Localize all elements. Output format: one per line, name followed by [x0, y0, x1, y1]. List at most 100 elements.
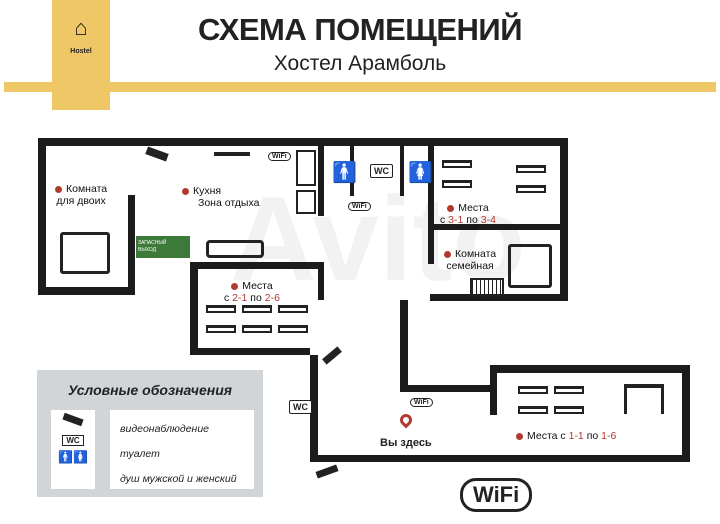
wall [190, 262, 198, 355]
wc-icon: WC [62, 435, 84, 446]
wall [38, 138, 568, 146]
family-bed-icon [508, 244, 552, 288]
wall [318, 262, 324, 300]
sofa-icon [206, 240, 264, 258]
wall [38, 287, 135, 295]
bunk-bed-icon [278, 305, 308, 313]
bunk-bed-icon [278, 325, 308, 333]
crib-icon [470, 278, 504, 296]
wall [430, 294, 568, 301]
wall [682, 365, 690, 462]
bed-from: 3-1 [448, 214, 464, 226]
location-dot-icon [516, 432, 523, 440]
cctv-camera-icon [322, 346, 342, 365]
bunk-bed-icon [516, 165, 546, 173]
room-name-2: семейная [446, 260, 494, 272]
wall [128, 195, 135, 295]
bunk-bed-icon [518, 406, 548, 414]
text: с [224, 292, 230, 304]
room-label-dorm3: Места с 3-1 по 3-4 [440, 202, 496, 226]
room-label-dorm1: Места с 1-1 по 1-6 [516, 430, 616, 442]
double-bed-icon [60, 232, 110, 274]
room-label-double: Комната для двоих [55, 183, 107, 207]
room-name: Кухня [193, 185, 222, 197]
stove-icon [296, 190, 316, 214]
cctv-camera-icon [145, 146, 169, 162]
bed-to: 1-6 [601, 430, 617, 442]
wall [490, 365, 497, 415]
ceiling-lamp-icon [214, 152, 250, 156]
cctv-camera-icon [62, 412, 84, 427]
legend-title: Условные обозначения [67, 382, 232, 398]
exit-text: ЗАПАСНЫЙ [138, 240, 167, 246]
location-dot-icon [182, 187, 189, 195]
wifi-icon: WiFi [268, 152, 291, 161]
male-shower-icon: 🚹 [332, 162, 357, 184]
bed-to: 2-6 [264, 292, 280, 304]
bunk-bed-icon [442, 160, 472, 168]
legend: Условные обозначения WC 🚹🚺 видеонаблюден… [37, 370, 263, 497]
exit-text-2: ВЫХОД [138, 247, 157, 253]
wall [400, 385, 492, 392]
room-name: Комната [455, 248, 497, 260]
you-are-here-label: Вы здесь [380, 437, 432, 449]
page-title: СХЕМА ПОМЕЩЕНИЙ [198, 12, 523, 47]
location-dot-icon [231, 282, 239, 290]
bunk-bed-icon [518, 386, 548, 394]
wall [190, 262, 320, 269]
header-stripe [4, 82, 716, 92]
room-name: Места с [527, 430, 566, 442]
page-subtitle: Хостел Арамболь [273, 52, 447, 75]
room-label-kitchen: Кухня Зона отдыха [182, 185, 259, 209]
wifi-big-icon: WiFi [460, 478, 533, 512]
wifi-icon: WiFi [410, 398, 433, 407]
wall [560, 138, 568, 300]
location-dot-icon [447, 204, 455, 212]
hostel-logo: ⌂ Hostel [58, 15, 104, 56]
room-name: Места [458, 202, 489, 214]
wall [190, 348, 310, 355]
wall [400, 146, 404, 196]
cctv-camera-icon [315, 464, 339, 479]
wall [350, 146, 354, 196]
house-bed-icon: ⌂ [74, 15, 88, 40]
bed-from: 2-1 [232, 292, 248, 304]
bunk-bed-icon [442, 180, 472, 188]
room-name-2: для двоих [56, 195, 106, 207]
wall [490, 365, 690, 373]
wall [318, 146, 324, 216]
bunk-bed-icon [206, 325, 236, 333]
bunk-bed-icon [516, 185, 546, 193]
location-dot-icon [444, 250, 451, 258]
room-name: Комната [66, 183, 108, 195]
wc-icon: WC [289, 400, 312, 414]
room-name-2: Зона отдыха [198, 197, 260, 209]
location-dot-icon [55, 185, 62, 193]
wc-icon: WC [370, 164, 393, 178]
shower-icon: 🚹🚺 [58, 450, 88, 464]
legend-labels-panel: видеонаблюдение туалет душ мужской и жен… [110, 410, 254, 489]
location-pin-icon [397, 411, 415, 429]
legend-item: душ мужской и женский [120, 473, 237, 485]
room-label-family: Комната семейная [444, 248, 496, 272]
logo-text: Hostel [70, 48, 92, 55]
fridge-icon [296, 150, 316, 186]
female-shower-icon: 🚺 [408, 162, 433, 184]
bunk-bed-icon [554, 386, 584, 394]
text: по [250, 292, 262, 304]
bunk-bed-icon [554, 406, 584, 414]
bed-to: 3-4 [480, 214, 496, 226]
wall [400, 300, 408, 392]
wardrobe-icon [624, 384, 664, 414]
wifi-icon: WiFi [348, 202, 371, 211]
wall [38, 138, 46, 295]
text: по [466, 214, 478, 226]
text: по [586, 430, 599, 442]
wall [310, 455, 690, 462]
wall [428, 146, 434, 264]
legend-item: туалет [120, 448, 160, 460]
bunk-bed-icon [242, 305, 272, 313]
wall [310, 355, 318, 462]
text: с [440, 214, 446, 226]
exit-sign: ЗАПАСНЫЙ ВЫХОД [136, 236, 190, 258]
